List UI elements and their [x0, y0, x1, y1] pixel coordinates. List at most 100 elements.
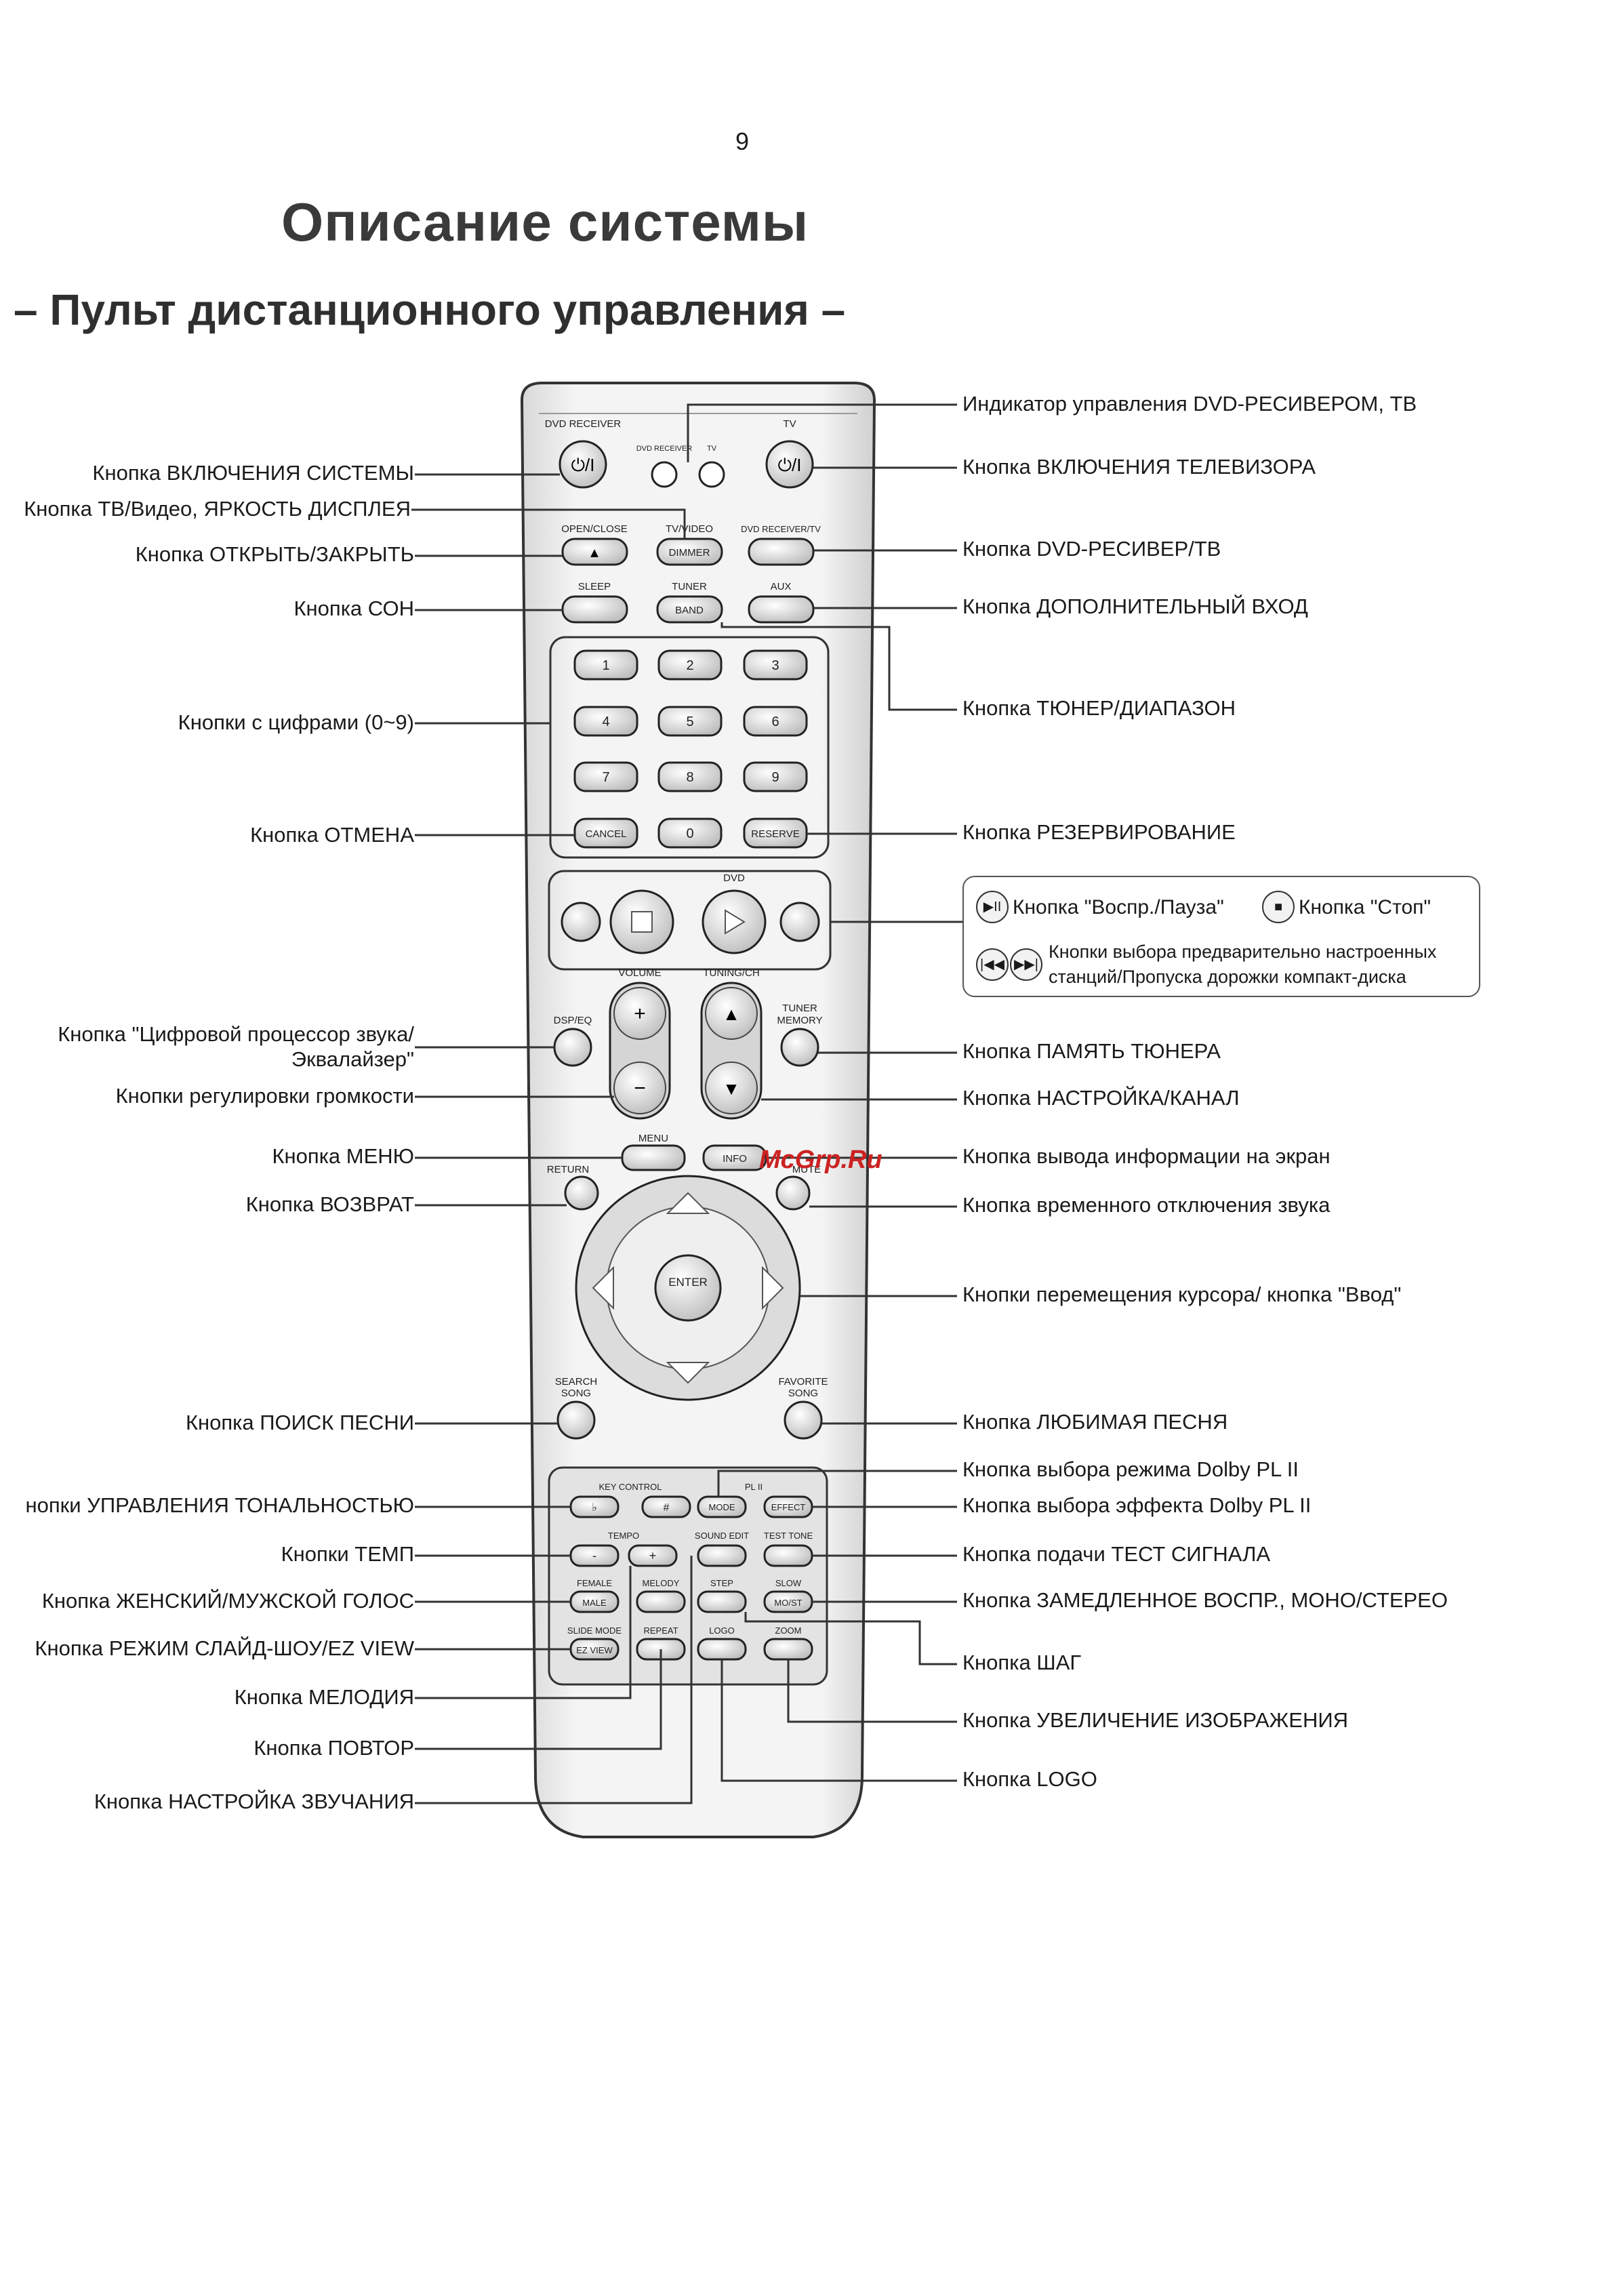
callout-mute: Кнопка временного отключения звука [962, 1193, 1331, 1217]
mute-button [775, 1175, 811, 1211]
label-menu: MENU [638, 1133, 668, 1144]
label-enter: ENTER [668, 1276, 708, 1289]
watermark: McGrp.Ru [759, 1146, 882, 1174]
tv-indicator [698, 461, 725, 488]
callout-digits: Кнопки с цифрами (0~9) [178, 710, 414, 734]
label-return: RETURN [547, 1164, 590, 1175]
callout-pl2-mode: Кнопка выбора режима Dolby PL II [962, 1457, 1299, 1481]
left-leader-lines [411, 473, 693, 1804]
label-dsp-eq: DSP/EQ [554, 1015, 592, 1026]
callout-reserve: Кнопка РЕЗЕРВИРОВАНИЕ [962, 820, 1236, 844]
digit-5: 5 [686, 714, 693, 729]
page-number: 9 [735, 127, 750, 155]
callout-favorite-song: Кнопка ЛЮБИМАЯ ПЕСНЯ [962, 1410, 1228, 1434]
label-flat: ♭ [592, 1502, 597, 1514]
digit-0: 0 [686, 826, 693, 841]
label-dimmer: DIMMER [669, 547, 710, 559]
callout-test-tone: Кнопка подачи ТЕСТ СИГНАЛА [962, 1542, 1271, 1566]
callout-tv-video-dimmer: Кнопка ТВ/Видео, ЯРКОСТЬ ДИСПЛЕЯ [24, 497, 411, 521]
callout-tv-power: Кнопка ВКЛЮЧЕНИЯ ТЕЛЕВИЗОРА [962, 455, 1316, 479]
legend-play-pause: Кнопка "Воспр./Пауза" [1013, 896, 1224, 918]
callout-return: Кнопка ВОЗВРАТ [245, 1192, 414, 1216]
dvd-receiver-tv-button [748, 538, 815, 566]
callout-female-male: Кнопка ЖЕНСКИЙ/МУЖСКОЙ ГОЛОС [41, 1589, 414, 1613]
digit-9: 9 [771, 770, 779, 785]
callout-tuner-band: Кнопка ТЮНЕР/ДИАПАЗОН [962, 696, 1236, 720]
callout-open-close: Кнопка ОТКРЫТЬ/ЗАКРЫТЬ [135, 542, 414, 566]
transport-legend: ▶II Кнопка "Воспр./Пауза" ■ Кнопка "Стоп… [962, 876, 1480, 997]
label-sharp: # [664, 1502, 670, 1514]
callout-menu: Кнопка МЕНЮ [272, 1144, 414, 1168]
label-dvd-receiver-tv: DVD RECEIVER/TV [741, 524, 821, 534]
digit-6: 6 [771, 714, 779, 729]
label-ind-tv: TV [707, 445, 717, 453]
label-tuning-ch: TUNING/CH [703, 967, 759, 979]
return-button [564, 1175, 599, 1211]
label-tuner-memory-1: TUNER [782, 1003, 817, 1014]
digit-1: 1 [602, 658, 609, 673]
callout-pl2-effect: Кнопка выбора эффекта Dolby PL II [962, 1493, 1312, 1517]
label-plus: + [649, 1549, 657, 1562]
label-search-song-2: SONG [561, 1388, 591, 1399]
callout-dvd-receiver-tv: Кнопка DVD-РЕСИВЕР/ТВ [962, 537, 1221, 561]
label-favorite-song-1: FAVORITE [778, 1376, 828, 1388]
skip-back-button [561, 902, 601, 942]
label-logo: LOGO [709, 1625, 735, 1636]
skip-back-icon: |◀◀ [976, 948, 1009, 981]
enter-button [654, 1254, 722, 1322]
right-leader-lines [687, 403, 962, 1782]
svg-text:▲: ▲ [723, 1004, 740, 1024]
legend-skip-line1: Кнопки выбора предварительно настроенных [1049, 942, 1437, 962]
callout-tempo: Кнопки ТЕМП [281, 1542, 414, 1566]
svg-text:⏻/I: ⏻/I [777, 455, 801, 475]
digit-7: 7 [602, 770, 609, 785]
label-melody: MELODY [643, 1578, 680, 1588]
label-effect: EFFECT [771, 1502, 806, 1512]
label-mute: MUTE [792, 1164, 821, 1175]
callout-slide-mode: Кнопка РЕЖИМ СЛАЙД-ШОУ/EZ VIEW [35, 1636, 414, 1660]
callout-cursor-enter: Кнопки перемещения курсора/ кнопка "Ввод… [962, 1282, 1402, 1306]
label-pl2: PL II [745, 1482, 763, 1492]
callout-indicator: Индикатор управления DVD-РЕСИВЕРОМ, ТВ [962, 392, 1417, 416]
label-repeat: REPEAT [643, 1625, 678, 1636]
svg-text:+: + [634, 1003, 646, 1025]
label-zoom: ZOOM [775, 1625, 802, 1636]
system-power-button [559, 440, 607, 489]
label-info: INFO [723, 1153, 747, 1165]
sleep-button [561, 595, 628, 624]
digit-3: 3 [771, 658, 779, 673]
callout-search-song: Кнопка ПОИСК ПЕСНИ [185, 1411, 414, 1434]
svg-text:−: − [634, 1077, 646, 1099]
callout-tuner-memory: Кнопка ПАМЯТЬ ТЮНЕРА [962, 1039, 1221, 1063]
label-test-tone: TEST TONE [764, 1531, 813, 1541]
karaoke-panel [548, 1466, 828, 1686]
label-band: BAND [675, 605, 704, 616]
digit-8: 8 [686, 770, 693, 785]
callout-aux: Кнопка ДОПОЛНИТЕЛЬНЫЙ ВХОД [962, 594, 1308, 618]
callout-key-control: нопки УПРАВЛЕНИЯ ТОНАЛЬНОСТЬЮ [25, 1493, 414, 1517]
label-mo-st: MO/ST [774, 1598, 802, 1608]
label-cancel: CANCEL [586, 828, 627, 840]
label-dvd-receiver: DVD RECEIVER [545, 418, 622, 430]
dvd-indicator [651, 461, 678, 488]
label-ind-dvd: DVD RECEIVER [636, 445, 693, 453]
label-favorite-song-2: SONG [788, 1388, 818, 1399]
tv-power-button [765, 440, 814, 489]
page-title: Описание системы [281, 192, 809, 252]
label-ez-view: EZ VIEW [576, 1645, 613, 1655]
skip-forward-icon: ▶▶| [1010, 948, 1042, 981]
callout-dsp-eq-2: Эквалайзер" [291, 1047, 414, 1071]
label-sleep: SLEEP [578, 581, 611, 592]
callout-info: Кнопка вывода информации на экран [962, 1144, 1331, 1168]
callout-system-power: Кнопка ВКЛЮЧЕНИЯ СИСТЕМЫ [92, 461, 414, 485]
callout-sleep: Кнопка СОН [293, 597, 414, 620]
callout-cancel: Кнопка ОТМЕНА [250, 823, 414, 847]
aux-button [748, 595, 815, 624]
label-key-control: KEY CONTROL [599, 1482, 662, 1492]
label-search-song-1: SEARCH [555, 1376, 598, 1388]
label-tuner-memory-2: MEMORY [777, 1015, 822, 1026]
callout-dsp-eq-1: Кнопка "Цифровой процессор звука/ [58, 1022, 414, 1046]
label-female: FEMALE [577, 1578, 612, 1588]
legend-skip-line2: станций/Пропуска дорожки компакт-диска [1049, 967, 1406, 987]
